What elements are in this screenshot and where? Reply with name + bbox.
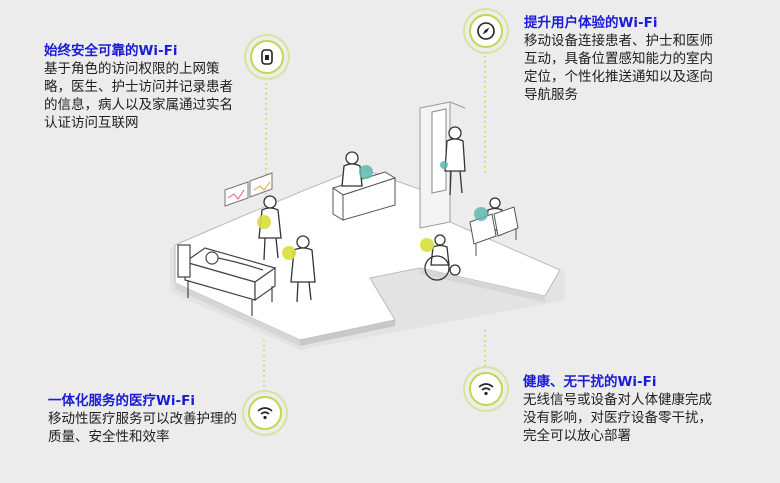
patient-bed <box>177 244 277 316</box>
callout-title: 提升用户体验的Wi-Fi <box>524 15 658 31</box>
callout-title: 一体化服务的医疗Wi-Fi <box>48 393 195 409</box>
reception-desk <box>331 171 397 221</box>
compass-icon <box>469 14 503 48</box>
callout-body: 移动性医疗服务可以改善护理的质量、安全性和效率 <box>48 411 237 445</box>
callout-body: 无线信号或设备对人体健康完成没有影响，对医疗设备零干扰，完全可以放心部署 <box>523 392 712 444</box>
wifi-icon <box>248 396 282 430</box>
callout-secure-wifi: 始终安全可靠的Wi-Fi 基于角色的访问权限的上网策略，医生、护士访问并记录患者… <box>44 43 234 132</box>
callout-title: 始终安全可靠的Wi-Fi <box>44 43 178 59</box>
callout-body: 基于角色的访问权限的上网策略，医生、护士访问并记录患者的信息，病人以及家属通过实… <box>44 61 233 131</box>
callout-body: 移动设备连接患者、护士和医师互动，具备位置感知能力的室内定位，个性化推送通知以及… <box>524 33 713 103</box>
callout-title: 健康、无干扰的Wi-Fi <box>523 374 657 390</box>
callout-user-experience-wifi: 提升用户体验的Wi-Fi 移动设备连接患者、护士和医师互动，具备位置感知能力的室… <box>524 15 724 104</box>
wall-monitor <box>224 172 273 207</box>
shield-lock-icon <box>250 40 284 74</box>
callout-integrated-medical-wifi: 一体化服务的医疗Wi-Fi 移动性医疗服务可以改善护理的质量、安全性和效率 <box>48 393 238 446</box>
wifi-icon <box>469 372 503 406</box>
waiting-chairs <box>469 206 519 256</box>
wireless-devices <box>257 161 488 260</box>
callout-healthy-wifi: 健康、无干扰的Wi-Fi 无线信号或设备对人体健康完成没有影响，对医疗设备零干扰… <box>523 374 723 445</box>
